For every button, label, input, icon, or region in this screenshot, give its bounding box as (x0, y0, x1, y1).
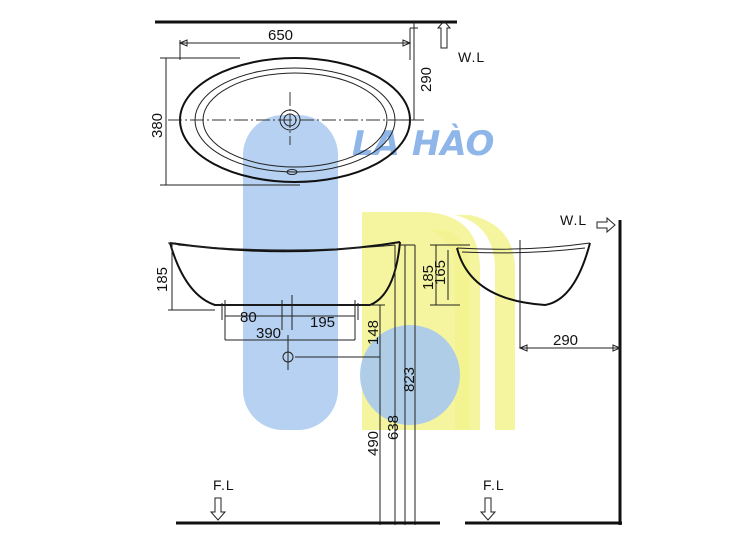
floor-right-arrow-icon (479, 497, 497, 521)
top-overflow (286, 169, 298, 175)
floor-right-label: F.L (483, 477, 505, 493)
side-view: W.L 185 165 290 (420, 212, 622, 525)
top-drain (279, 109, 301, 131)
front-drain-height: 148 (365, 320, 382, 345)
floor-lines: F.L F.L (176, 477, 622, 525)
front-view: 185 80 195 390 148 823 638 490 (154, 241, 418, 525)
wall-arrow-icon (436, 20, 452, 49)
front-height-dim: 185 (154, 267, 171, 292)
side-height-inner: 165 (432, 260, 449, 285)
front-drain-span: 390 (256, 325, 281, 342)
top-wall-label: W.L (458, 49, 485, 65)
top-height-dim: 638 (385, 415, 402, 440)
floor-left-label: F.L (213, 477, 235, 493)
side-wall-label: W.L (560, 212, 587, 228)
watermark-text: LA HÀO (352, 123, 494, 164)
front-drain-offset-left: 80 (240, 309, 257, 326)
top-view: 650 290 W.L 380 (149, 20, 485, 186)
side-height-outer: 185 (420, 265, 437, 290)
top-depth-dim: 380 (149, 113, 166, 138)
trap-height-dim: 823 (401, 367, 418, 392)
watermark-logo: LA HÀO (243, 115, 515, 430)
watermark-yellow-arch-3 (430, 230, 470, 430)
side-wall-offset: 290 (553, 332, 578, 349)
watermark-blue-bar (243, 115, 338, 430)
drain-pipe-height-dim: 490 (365, 431, 382, 456)
front-drain-offset-right: 195 (310, 314, 335, 331)
floor-left-arrow-icon (209, 497, 227, 521)
side-wall-arrow-icon (596, 216, 616, 234)
watermark-yellow-arch-2 (455, 215, 515, 430)
top-width-dim: 650 (268, 27, 293, 44)
watermark-blue-circle (360, 325, 460, 425)
top-offset-dim: 290 (418, 67, 435, 92)
